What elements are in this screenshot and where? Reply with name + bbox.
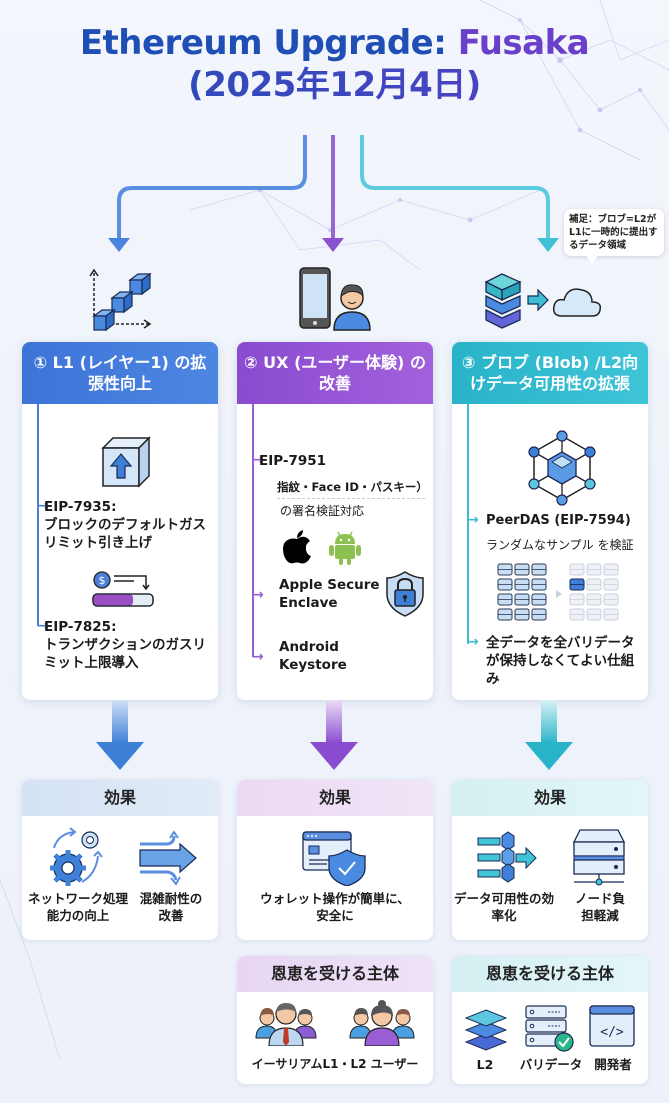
security-lock-shield-icon: [385, 570, 425, 618]
column-card-blob-da: ③ ブロブ (Blob) /L2向けデータ可用性の拡張 → PeerDAS (: [452, 342, 648, 700]
title-date: (2025年12月4日): [0, 64, 669, 106]
sampling-arrow: [556, 590, 562, 598]
beneficiary-eth-users: イーサリアムL1・L2 ユーザー: [251, 1057, 419, 1071]
arrow-right-icon: →: [252, 587, 264, 603]
connector-blue: [117, 135, 307, 240]
svg-text:$: $: [99, 574, 106, 587]
title-upgrade-name: Fusaka: [457, 23, 590, 63]
effect-header: 効果: [22, 780, 218, 816]
eip-7935-label: EIP-7935:: [44, 499, 117, 515]
effect-node-burden-reduction: ノード負担軽減: [574, 891, 625, 923]
eip-7951-desc-2: の署名検証対応: [280, 504, 365, 518]
arrow-right-icon: →: [467, 512, 479, 528]
layers-l2-icon: [464, 1006, 508, 1052]
arrow-right-icon: →: [252, 452, 264, 468]
blob-note-bubble: 補足：ブロブ=L2がL1に一時的に提出するデータ領域: [564, 209, 664, 264]
effect-congestion-resistance: 混雑耐性の改善: [139, 891, 203, 923]
effect-card-l1: 効果 ネットワーク処理能力の向上 混雑耐性の改善: [22, 780, 218, 940]
phone-user-icon: [298, 266, 373, 332]
peerdas-desc: ランダムなサンプル を検証: [486, 538, 634, 552]
wallet-security-icon: [301, 828, 369, 886]
page-title: Ethereum Upgrade: Fusaka (2025年12月4日): [0, 22, 669, 106]
scaling-cubes-icon: [86, 266, 156, 334]
data-sampling-grid-icon: [497, 563, 619, 621]
beneficiaries-header: 恩恵を受ける主体: [237, 956, 433, 992]
block-upgrade-icon: [99, 436, 151, 490]
android-logo-icon: [327, 530, 363, 566]
eip-7951-label: EIP-7951: [259, 453, 327, 469]
title-connector-arrows: [108, 135, 559, 252]
congestion-flow-icon: [138, 830, 198, 886]
timeline-line: [467, 404, 469, 644]
data-efficiency-icon: [476, 830, 538, 886]
apple-secure-enclave-label: Apple Secure Enclave: [279, 577, 380, 611]
effect-card-da: 効果 データ可用性の効率化 ノード負担軽減: [452, 780, 648, 940]
arrow-right-icon: →: [467, 634, 479, 650]
gas-limit-icon: $: [90, 570, 156, 610]
beneficiary-developers: 開発者: [594, 1057, 632, 1072]
user-group-male-icon: [255, 1002, 317, 1046]
title-main: Ethereum Upgrade:: [79, 23, 458, 63]
effect-header: 効果: [237, 780, 433, 816]
column-card-l1-scaling: ① L1 (レイヤー1) の拡張性向上 → EIP-7935: ブロックのデフォ…: [22, 342, 218, 700]
column-card-ux: ② UX (ユーザー体験) の改善 → EIP-7951 指紋・Face ID・…: [237, 342, 433, 700]
beneficiary-validators: バリデータ: [519, 1057, 583, 1072]
arrowhead-blue: [108, 238, 130, 252]
user-group-female-icon: [349, 1000, 415, 1046]
arrow-right-icon: →: [252, 649, 264, 665]
gears-throughput-icon: [46, 826, 106, 888]
effect-header: 効果: [452, 780, 648, 816]
eip-7935-desc: ブロックのデフォルトガスリミット引き上げ: [44, 517, 206, 551]
full-data-not-required-label: 全データを全バリデータが保持しなくてよい仕組み: [486, 635, 635, 687]
down-arrow-purple: [310, 700, 358, 770]
svg-text:</>: </>: [600, 1025, 624, 1040]
down-arrow-blue: [96, 700, 144, 770]
validator-server-icon: [524, 1004, 576, 1052]
developer-code-icon: </>: [588, 1004, 636, 1050]
beneficiaries-card-ux: 恩恵を受ける主体 イーサリアムL1・L2 ユーザー: [237, 956, 433, 1084]
arrow-right-icon: →: [37, 498, 49, 514]
down-arrow-teal: [525, 700, 573, 770]
node-server-icon: [572, 828, 626, 888]
peerdas-label: PeerDAS (EIP-7594): [486, 513, 631, 528]
eip-7825-desc: トランザクションのガスリミット上限導入: [44, 637, 206, 671]
apple-logo-icon: [281, 530, 313, 564]
effect-card-ux: 効果 ウォレット操作が簡単に、安全に: [237, 780, 433, 940]
beneficiary-l2: L2: [476, 1057, 494, 1072]
arrowhead-teal: [537, 238, 559, 252]
eip-7951-desc-1: 指紋・Face ID・パスキー）: [277, 480, 428, 494]
column-header: ② UX (ユーザー体験) の改善: [237, 342, 433, 404]
effect-da-efficiency: データ可用性の効率化: [454, 891, 555, 923]
divider: [277, 498, 425, 499]
beneficiaries-header: 恩恵を受ける主体: [452, 956, 648, 992]
effect-network-throughput: ネットワーク処理能力の向上: [28, 891, 129, 923]
beneficiaries-card-da: 恩恵を受ける主体 </> L2 バリデータ 開発者: [452, 956, 648, 1084]
eip-7825-label: EIP-7825:: [44, 619, 117, 635]
timeline-line: [37, 404, 39, 626]
connector-teal: [360, 135, 550, 240]
android-keystore-label: Android Keystore: [279, 639, 347, 673]
column-header: ① L1 (レイヤー1) の拡張性向上: [22, 342, 218, 404]
arrowhead-purple: [322, 238, 344, 252]
server-cloud-icon: [484, 272, 614, 334]
effect-wallet-easy-safe: ウォレット操作が簡単に、安全に: [260, 891, 410, 923]
network-cube-icon: [524, 430, 600, 506]
column-header: ③ ブロブ (Blob) /L2向けデータ可用性の拡張: [452, 342, 648, 404]
timeline-line: [252, 404, 254, 657]
arrow-right-icon: →: [37, 618, 49, 634]
